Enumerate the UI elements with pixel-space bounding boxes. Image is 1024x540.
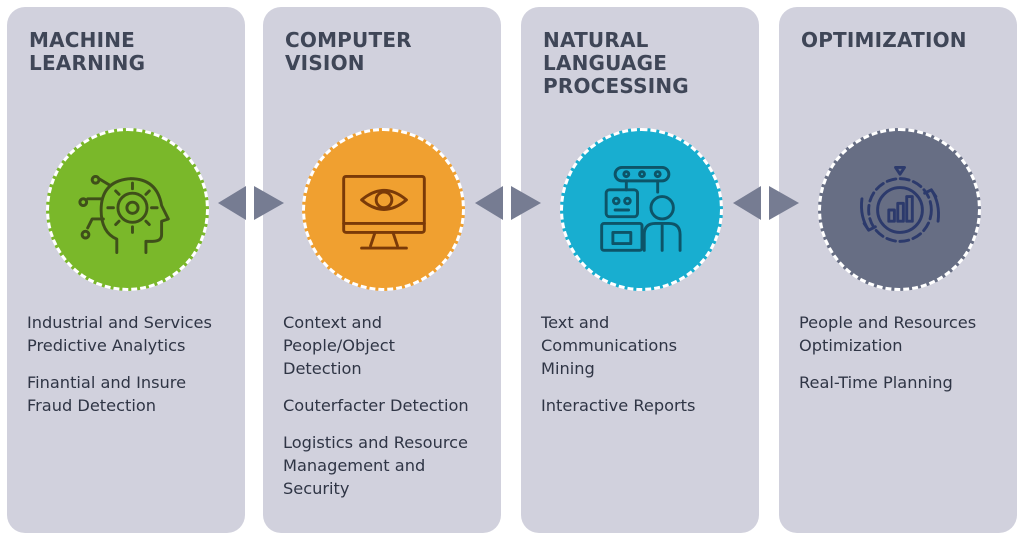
computer-vision-circle [302,128,465,291]
list-item: Text and Communications Mining [541,313,678,378]
optimization-circle [818,128,981,291]
computer-vision-items: Context and People/Object Detection Cout… [283,311,491,514]
panel-title: COMPUTER VISION [285,28,412,75]
optimization-items: People and Resources Optimization Real-T… [799,311,1007,408]
bidirectional-arrow-1 [218,186,284,220]
panel-title: NATURAL LANGUAGE PROCESSING [543,28,689,98]
monitor-eye-icon [341,174,426,250]
bidirectional-arrow-3 [733,186,799,220]
list-item: Logistics and Resource Management and Se… [283,433,469,498]
machine-learning-items: Industrial and Services Predictive Analy… [27,311,235,431]
panel-computer-vision: COMPUTER VISION Context and People/Objec… [263,7,501,533]
nlp-circle [560,128,723,291]
list-item: Interactive Reports [541,396,696,415]
panel-machine-learning: MACHINE LEARNING Industrial and Services… [7,7,245,533]
list-item: Couterfacter Detection [283,396,469,415]
brain-gear-icon [78,174,170,254]
robot-person-icon [599,165,682,252]
nlp-items: Text and Communications Mining Interacti… [541,311,749,431]
panel-title: OPTIMIZATION [801,28,967,52]
list-item: Industrial and Services Predictive Analy… [27,313,212,355]
panel-optimization: OPTIMIZATION People and Resources Optimi… [779,7,1017,533]
panel-natural-language-processing: NATURAL LANGUAGE PROCESSING Text and Com… [521,7,759,533]
gear-chart-icon [859,165,940,243]
list-item: Context and People/Object Detection [283,313,395,378]
panel-title: MACHINE LEARNING [29,28,146,75]
bidirectional-arrow-2 [475,186,541,220]
machine-learning-circle [46,128,209,291]
list-item: People and Resources Optimization [799,313,977,355]
list-item: Finantial and Insure Fraud Detection [27,373,187,415]
list-item: Real-Time Planning [799,373,953,392]
